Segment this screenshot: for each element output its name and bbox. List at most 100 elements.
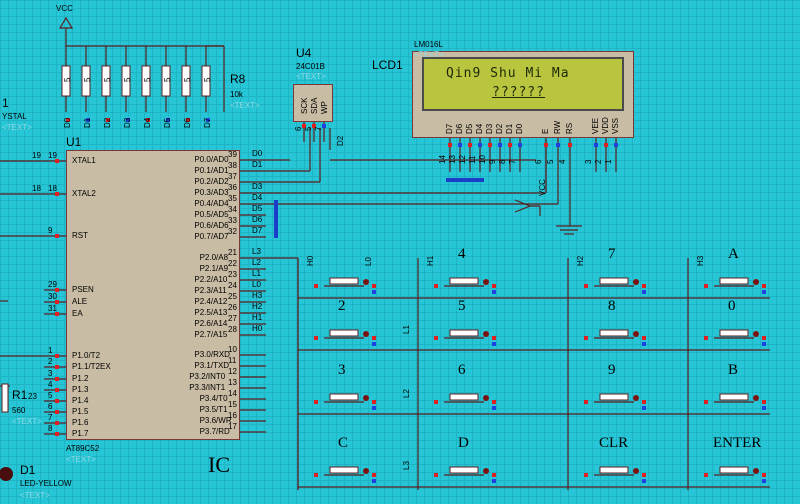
- lcd-pin-marker: [498, 143, 502, 147]
- lcd-pin-number: 12: [458, 155, 467, 164]
- lcd-pin-name: D2: [495, 123, 504, 134]
- resistor-value: 5: [103, 77, 112, 82]
- mcu-pin-name: P3.0/RXD: [194, 350, 230, 359]
- key-plunger: [329, 466, 359, 474]
- lcd-pin-marker: [488, 143, 492, 147]
- mcu-pin-number: 10: [228, 345, 237, 354]
- resistor-pin-label: D1: [83, 117, 92, 128]
- eeprom-pin-number: 7: [314, 126, 323, 131]
- mcu-pin-number: 1: [48, 346, 53, 355]
- key-plunger: [599, 277, 629, 285]
- mcu-pin-marker: [55, 300, 59, 304]
- resistor-value: 5: [83, 77, 92, 82]
- lcd-pin-number: 4: [558, 159, 567, 164]
- resistor-value: 5: [203, 77, 212, 82]
- mcu-body[interactable]: [66, 150, 240, 440]
- lcd-pin-number: 8: [498, 159, 507, 164]
- key-pin: [492, 336, 496, 340]
- keypad-column-net: H0: [306, 255, 315, 266]
- mcu-pin-number: 23: [228, 270, 237, 279]
- mcu-pin-name: P1.7: [72, 429, 89, 438]
- mcu-pin-marker: [55, 399, 59, 403]
- keypad-column-net: H1: [426, 255, 435, 266]
- resistor-pack-ref: R8: [230, 72, 246, 86]
- lcd-pin-marker: [568, 143, 572, 147]
- mcu-pin-number: 29: [48, 280, 57, 289]
- mcu-pin-number: 6: [48, 402, 53, 411]
- key-indicator: [363, 468, 369, 474]
- mcu-pin-marker: [55, 159, 59, 163]
- resistor-element: [81, 65, 91, 97]
- resistor-element: [61, 65, 71, 97]
- lcd-pin-name: RW: [553, 120, 562, 134]
- key-pin: [642, 406, 646, 410]
- mcu-pin-number: 17: [228, 422, 237, 431]
- mcu-pin-number: 39: [228, 150, 237, 159]
- mcu-pin-name: P1.4: [72, 396, 89, 405]
- key-pin: [492, 342, 496, 346]
- eeprom-pin-marker: [312, 124, 316, 128]
- eeprom-text: <TEXT>: [296, 72, 326, 81]
- eeprom-pin-marker: [322, 124, 326, 128]
- mcu-net-label: L0: [252, 280, 261, 289]
- resistor-element: [181, 65, 191, 97]
- mcu-pin-name: P3.7/RD: [199, 427, 230, 436]
- resistor-pin: [206, 118, 210, 122]
- mcu-pin-marker: [55, 432, 59, 436]
- mcu-pin-name: PSEN: [72, 285, 94, 294]
- mcu-net-label: 19: [32, 151, 41, 160]
- resistor-pin: [186, 118, 190, 122]
- resistor-pin-label: D7: [203, 117, 212, 128]
- mcu-pin-name: ALE: [72, 297, 88, 306]
- lcd-pin-marker: [508, 143, 512, 147]
- led-part: LED-YELLOW: [20, 479, 72, 488]
- key-pin: [762, 473, 766, 477]
- mcu-pin-number: 18: [48, 184, 57, 193]
- mcu-pin-name: P0.1/AD1: [194, 166, 229, 175]
- mcu-net-label: D6: [252, 215, 263, 224]
- key-plunger: [599, 329, 629, 337]
- mcu-pin-marker: [55, 288, 59, 292]
- keypad-switches[interactable]: [324, 277, 759, 476]
- resistor-element: [201, 65, 211, 97]
- vcc-top-label: VCC: [56, 4, 73, 13]
- key-pin: [372, 290, 376, 294]
- key-pin: [372, 406, 376, 410]
- lcd-pin-number: 11: [468, 155, 477, 164]
- resistor-pack-symbols[interactable]: [1, 65, 211, 413]
- key-pin: [492, 479, 496, 483]
- key-pin: [492, 406, 496, 410]
- lcd-pin-number: 10: [478, 155, 487, 164]
- mcu-pin-name: P3.6/WR: [199, 416, 232, 425]
- crystal-name: YSTAL: [2, 112, 27, 121]
- key-plunger: [449, 277, 479, 285]
- lcd-pin-number: 3: [584, 159, 593, 164]
- key-pin: [372, 400, 376, 404]
- eeprom-pin-number: 6: [294, 126, 303, 131]
- lcd-pin-marker: [468, 143, 472, 147]
- lcd-pin-number: 13: [448, 155, 457, 164]
- resistor-pin-label: D2: [103, 117, 112, 128]
- mcu-net-label: L1: [252, 269, 261, 278]
- mcu-pin-name: P0.4/AD4: [194, 199, 229, 208]
- key-pin: [434, 284, 438, 288]
- eeprom-ref: U4: [296, 46, 312, 60]
- mcu-pin-name: P1.3: [72, 385, 89, 394]
- mcu-pin-number: 9: [48, 226, 53, 235]
- mcu-part: AT89C52: [66, 444, 100, 453]
- key-pin: [434, 400, 438, 404]
- key-label: 0: [728, 298, 736, 314]
- lcd-line1: Qin9 Shu Mi Ma: [446, 66, 570, 81]
- eeprom-body[interactable]: [293, 84, 333, 122]
- mcu-pin-name: P2.5/A13: [194, 308, 228, 317]
- eeprom-net-label: D2: [336, 135, 345, 146]
- mcu-pin-number: 26: [228, 303, 237, 312]
- lcd-pin-name: D7: [445, 123, 454, 134]
- mcu-net-label: D7: [252, 226, 263, 235]
- key-pin: [642, 342, 646, 346]
- lcd-vcc-arrow: [514, 199, 540, 213]
- key-pin: [372, 336, 376, 340]
- key-label: CLR: [599, 435, 629, 451]
- mcu-pin-name: P3.3/INT1: [189, 383, 226, 392]
- key-label: 4: [458, 246, 466, 262]
